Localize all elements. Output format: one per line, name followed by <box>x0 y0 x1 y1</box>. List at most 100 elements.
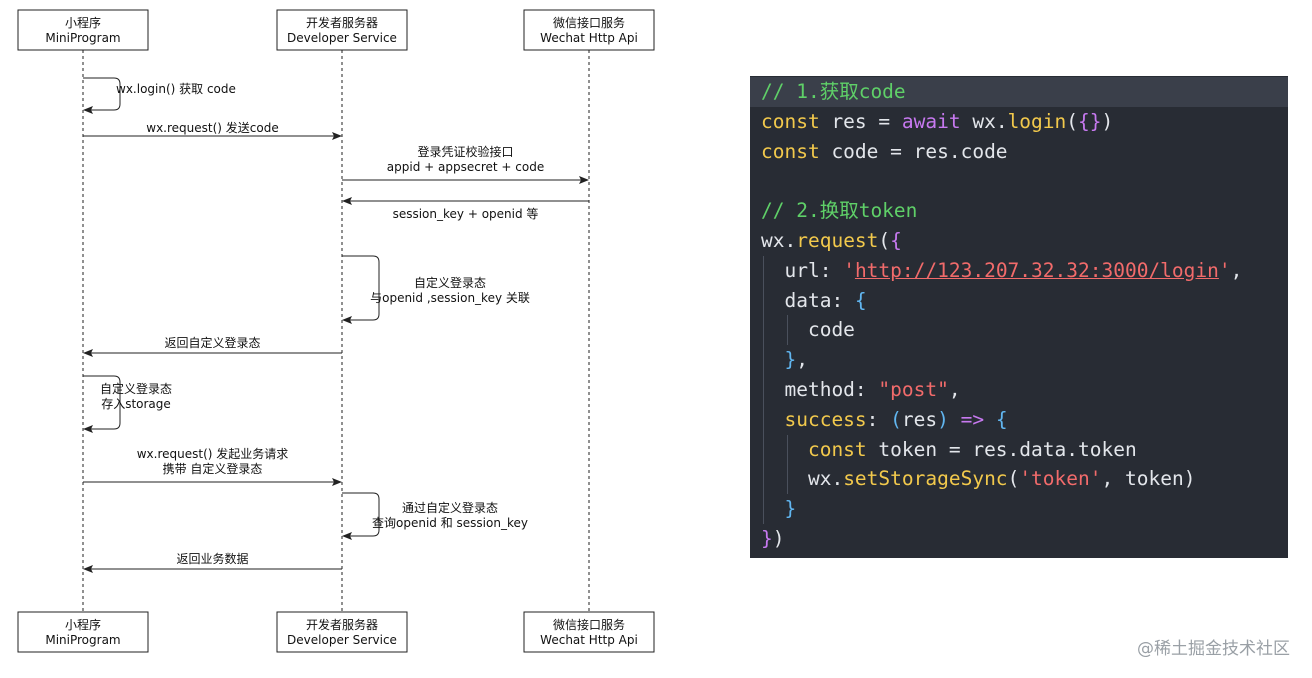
code-token: { <box>854 288 867 312</box>
code-token: { <box>995 407 1008 431</box>
code-line: code <box>750 315 1288 346</box>
code-token: data: <box>761 288 855 312</box>
code-token: await <box>901 109 961 133</box>
code-token: ' <box>1218 258 1231 282</box>
code-token: } <box>784 348 797 372</box>
code-token: success <box>761 407 867 431</box>
message-label: 与openid ,session_key 关联 <box>370 291 530 305</box>
indent-guide <box>787 315 788 346</box>
indent-guide <box>763 315 764 346</box>
code-token: ( <box>1066 109 1079 133</box>
message-label: 登录凭证校验接口 <box>417 144 513 159</box>
code-line: success: (res) => { <box>750 404 1288 435</box>
indent-guide <box>763 464 764 495</box>
code-line: }, <box>750 345 1288 375</box>
indent-guide <box>763 374 764 405</box>
code-token: request <box>796 228 879 252</box>
code-token: ' <box>843 258 855 282</box>
code-line: url: 'http://123.207.32.32:3000/login', <box>750 255 1288 286</box>
actor-name-cn: 微信接口服务 <box>553 15 625 30</box>
code-token: 'token' <box>1019 467 1102 491</box>
code-token: login <box>1007 109 1067 133</box>
indent-guide <box>763 404 764 435</box>
code-token: } <box>784 497 797 521</box>
actor-name-en: MiniProgram <box>45 31 120 45</box>
message-1: wx.request() 发送code <box>83 120 342 140</box>
indent-guide <box>787 434 788 465</box>
code-line: // 1.获取code <box>750 77 1288 107</box>
message-label: 自定义登录态 <box>100 381 172 396</box>
message-5: 返回自定义登录态 <box>83 335 342 357</box>
code-token: } <box>761 526 773 550</box>
code-line: }) <box>750 524 1288 554</box>
message-label: wx.login() 获取 code <box>116 82 236 96</box>
code-token: ( <box>1007 467 1020 491</box>
code-line: wx.setStorageSync('token', token) <box>750 464 1288 495</box>
message-label: 返回业务数据 <box>176 551 248 566</box>
code-token: const <box>761 139 820 163</box>
message-0: wx.login() 获取 code <box>83 77 236 114</box>
message-3: session_key + openid 等 <box>342 197 589 221</box>
code-token: http://123.207.32.32:3000/login <box>854 258 1219 282</box>
code-token: ) <box>937 407 949 431</box>
code-token: code <box>761 318 855 342</box>
message-label: 自定义登录态 <box>414 275 486 290</box>
message-label: appid + appsecret + code <box>387 160 544 174</box>
code-token: code = res.code <box>819 139 1008 163</box>
code-token: // 1.获取code <box>761 80 906 103</box>
message-label: 查询openid 和 session_key <box>372 516 528 530</box>
code-line: const token = res.data.token <box>750 434 1288 465</box>
code-token: wx. <box>761 467 844 491</box>
message-9: 返回业务数据 <box>83 551 342 573</box>
code-token: ) <box>772 526 785 550</box>
code-token: ( <box>878 228 891 252</box>
self-message-arrow <box>342 255 380 324</box>
self-message-arrow <box>342 492 380 540</box>
code-token <box>761 348 784 371</box>
code-token: const <box>761 437 867 461</box>
code-token: "post" <box>878 377 949 401</box>
message-label: 存入storage <box>101 397 171 411</box>
code-token: ) <box>1101 109 1114 133</box>
indent-guide <box>763 255 764 286</box>
message-label: 返回自定义登录态 <box>164 335 260 350</box>
code-token: , token <box>1101 467 1184 491</box>
indent-guide <box>787 464 788 495</box>
actor-name-en: Developer Service <box>287 633 397 647</box>
indent-guide <box>763 494 764 524</box>
code-token: : <box>866 407 891 431</box>
actor-name-cn: 开发者服务器 <box>306 15 378 30</box>
code-token: wx. <box>761 228 797 252</box>
code-line: data: { <box>750 285 1288 316</box>
code-line: method: "post", <box>750 374 1288 405</box>
code-line: wx.request({ <box>750 226 1288 256</box>
message-label: 通过自定义登录态 <box>402 500 498 515</box>
self-message-arrow <box>83 375 121 433</box>
message-label: session_key + openid 等 <box>393 207 539 221</box>
actor-name-en: MiniProgram <box>45 633 120 647</box>
code-token: const <box>761 109 820 133</box>
code-token: wx. <box>960 109 1008 133</box>
code-token: ( <box>890 407 902 431</box>
code-token: res = <box>819 109 902 133</box>
actor-name-en: Developer Service <box>287 31 397 45</box>
code-token: url: <box>761 258 844 282</box>
code-token: method: <box>761 377 879 401</box>
code-token: { <box>890 228 902 252</box>
code-line <box>750 166 1288 196</box>
code-token: , <box>796 348 808 372</box>
code-token: , <box>1230 258 1243 282</box>
actor-name-en: Wechat Http Api <box>540 633 638 647</box>
